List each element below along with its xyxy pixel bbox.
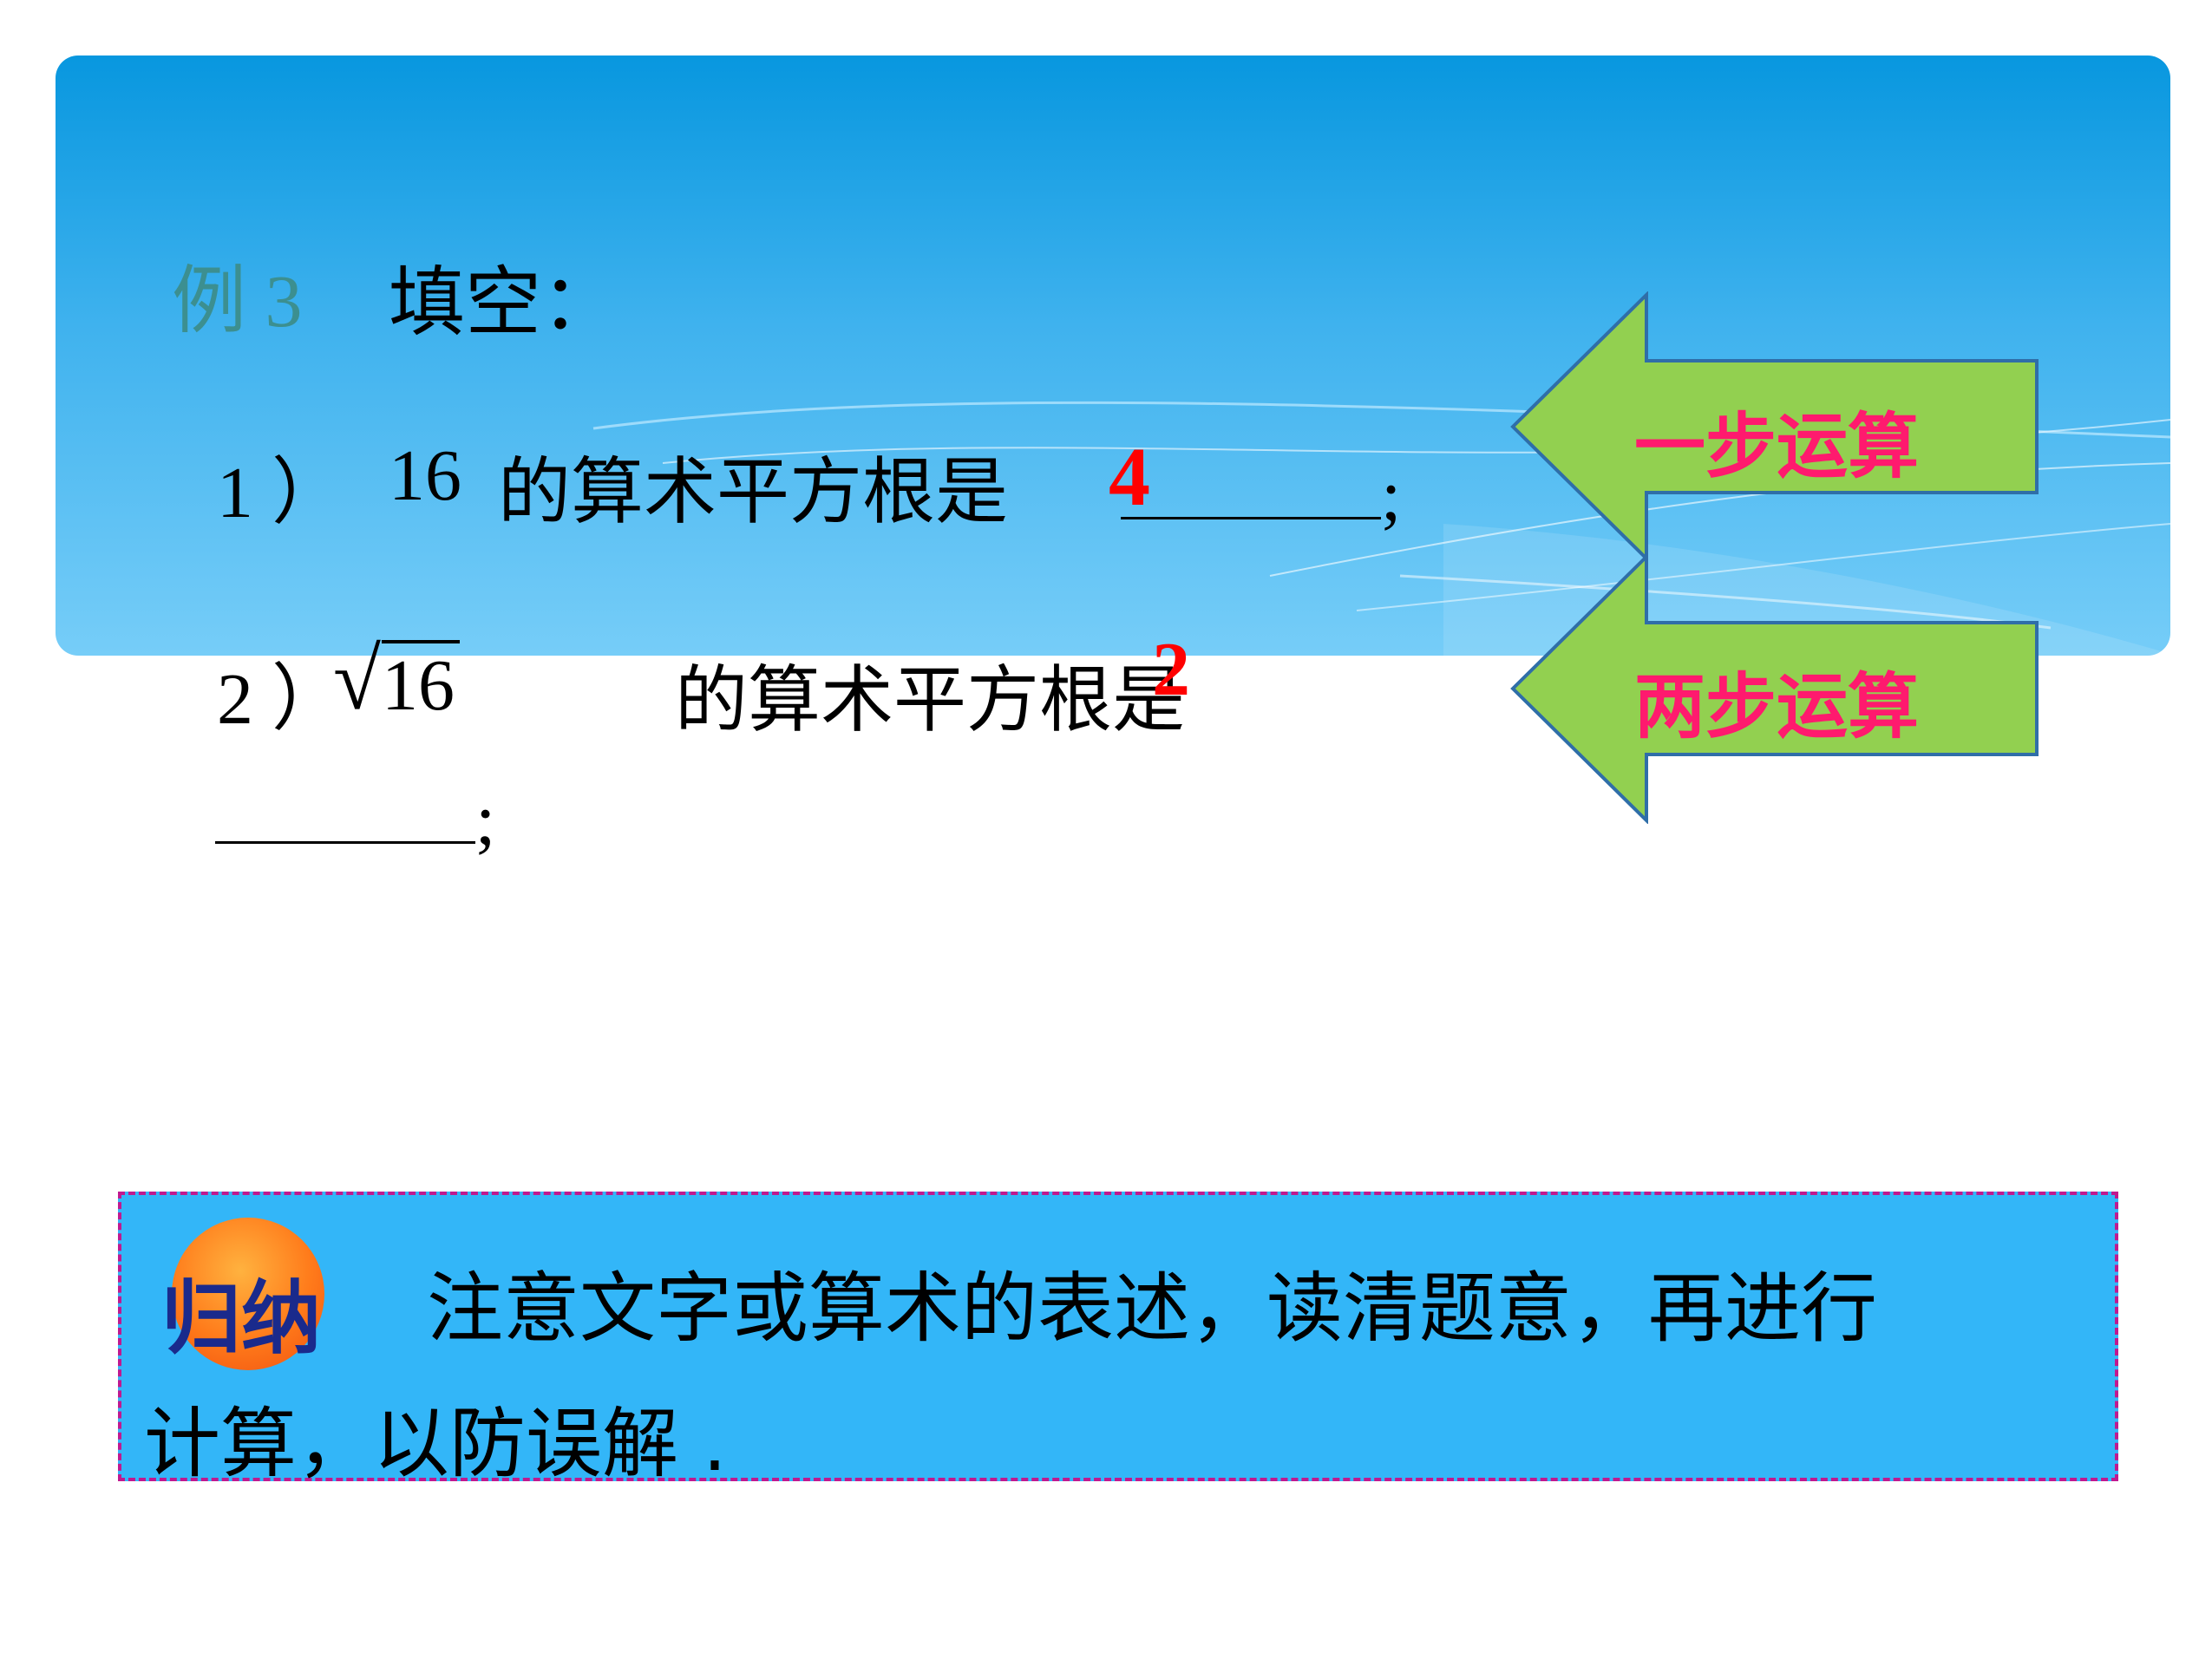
arrow-left-icon [1510,291,2039,562]
summary-line-2: 计算，以防误解 . [144,1399,727,1488]
arrow-left-icon [1510,553,2039,824]
example-label: 例 3 [172,259,303,343]
question-2-radicand: 16 [382,640,460,728]
question-1-blank: ; [1121,434,1401,538]
example-title: 填空： [389,258,618,347]
question-2-text: 的算术平方根是 [675,657,1186,742]
answer-blank-2 [215,758,475,844]
header-banner [56,56,2170,656]
answer-blank-1 [1121,434,1381,519]
summary-line-1: 注意文字或算术的表述，读清题意，再进行 [427,1264,1878,1353]
arrow-label-two-step: 两步运算 [1634,666,1920,748]
question-1-end: ; [1381,455,1402,536]
question-1-value: 16 [389,435,461,516]
summary-box [118,1192,2118,1481]
summary-badge-circle [172,1218,324,1370]
question-1-number: 1 ） [217,453,345,533]
question-2-answer: 2 [1152,628,1190,712]
question-2-number: 2 ） [217,659,345,740]
question-2-end: ; [475,780,496,860]
question-1-text: 的算术平方根是 [498,449,1009,534]
arrow-label-one-step: 一步运算 [1634,406,1920,488]
question-2-radical-sign: √ [333,631,381,728]
question-1-answer: 4 [1109,430,1150,523]
question-2-blank: ; [215,758,495,862]
summary-badge-label: 归纳 [161,1272,322,1365]
